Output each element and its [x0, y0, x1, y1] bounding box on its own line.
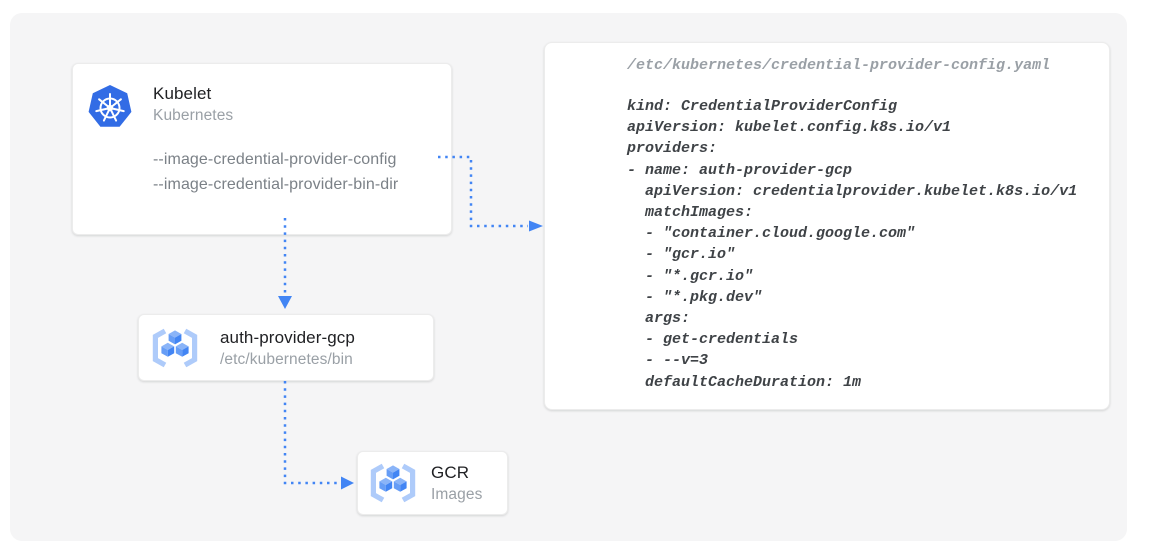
node-title: auth-provider-gcp [220, 328, 355, 347]
node-subtitle: /etc/kubernetes/bin [220, 351, 353, 368]
cube-left [161, 342, 175, 357]
cube-right [175, 342, 189, 357]
node-subtitle: Kubernetes [153, 107, 234, 124]
code-line: - get-credentials [627, 331, 799, 349]
gcr-icon [370, 463, 416, 503]
cube-right [393, 477, 407, 492]
code-line: providers: [627, 140, 718, 158]
diagram-canvas: Kubelet Kubernetes --image-credential-pr… [10, 13, 1127, 541]
cube-top [168, 330, 182, 345]
code-line: - "*.gcr.io" [627, 267, 754, 285]
code-line: defaultCacheDuration: 1m [627, 373, 862, 391]
node-subtitle: Images [431, 486, 483, 503]
code-line: apiVersion: credentialprovider.kubelet.k… [627, 182, 1078, 200]
kubelet-flags: --image-credential-provider-config --imag… [153, 147, 398, 197]
code-body: kind: CredentialProviderConfig apiVersion… [627, 96, 1077, 393]
node-title: GCR [431, 463, 470, 482]
code-line: - "*.pkg.dev" [627, 288, 763, 306]
code-line: apiVersion: kubelet.config.k8s.io/v1 [627, 119, 952, 137]
code-line: kind: CredentialProviderConfig [627, 98, 898, 115]
cube-top [386, 465, 400, 480]
gcr-node: GCR Images [357, 451, 508, 515]
cube-left [379, 477, 393, 492]
code-line: matchImages: [627, 204, 754, 222]
kubelet-flag: --image-credential-provider-config [153, 151, 397, 168]
gcr-icon [152, 328, 198, 368]
kubelet-flag: --image-credential-provider-bin-dir [153, 176, 399, 193]
code-line: - --v=3 [627, 352, 709, 370]
kubelet-node: Kubelet Kubernetes --image-credential-pr… [72, 63, 452, 235]
code-line: - "gcr.io" [627, 246, 736, 264]
auth-provider-gcp-node: auth-provider-gcp /etc/kubernetes/bin [138, 314, 434, 381]
code-line: args: [627, 310, 691, 328]
code-file-path: /etc/kubernetes/credential-provider-conf… [627, 57, 1051, 74]
code-panel: /etc/kubernetes/credential-provider-conf… [544, 42, 1110, 410]
code-line: - name: auth-provider-gcp [627, 161, 853, 179]
kubernetes-icon [88, 85, 132, 127]
code-line: - "container.cloud.google.com" [627, 225, 916, 243]
node-title: Kubelet [153, 84, 212, 103]
